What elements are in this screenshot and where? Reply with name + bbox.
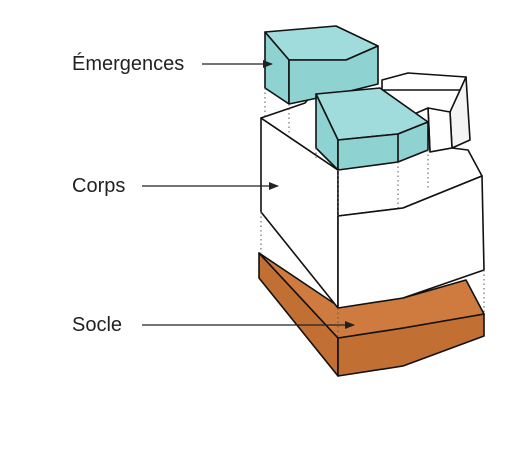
label-socle: Socle: [72, 314, 355, 336]
label-corps: Corps: [72, 175, 279, 197]
emergence-volume-front: [315, 87, 429, 171]
label-corps-text: Corps: [72, 175, 125, 197]
corps-annex-left: [381, 72, 467, 91]
label-socle-text: Socle: [72, 314, 122, 336]
corps-annex-inner: [427, 107, 453, 153]
label-emergences-text: Émergences: [72, 52, 184, 75]
label-emergences: Émergences: [72, 52, 273, 75]
projection-lines: [260, 88, 485, 338]
